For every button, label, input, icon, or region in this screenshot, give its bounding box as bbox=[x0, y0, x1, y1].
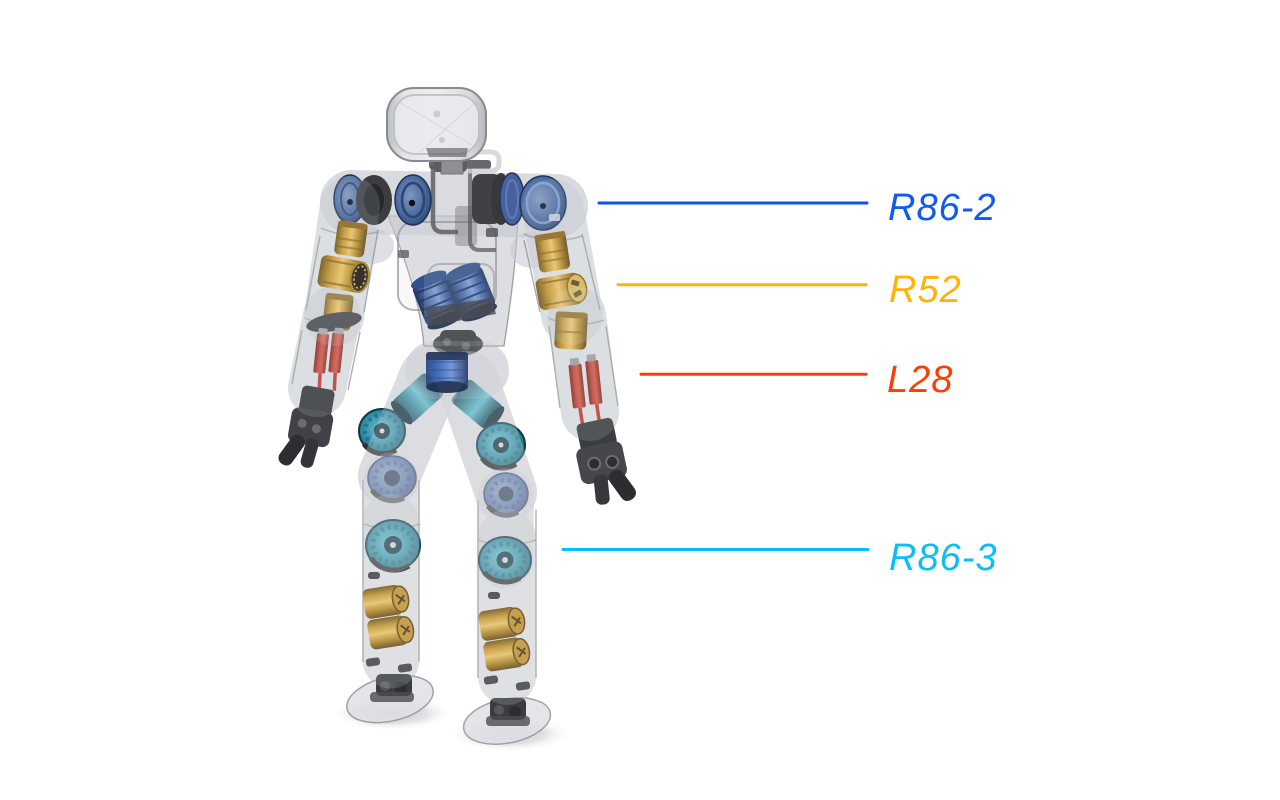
svg-text:R52: R52 bbox=[889, 269, 962, 311]
svg-text:R86-3: R86-3 bbox=[889, 537, 998, 579]
svg-text:R86-2: R86-2 bbox=[888, 187, 997, 229]
svg-text:L28: L28 bbox=[887, 359, 953, 401]
